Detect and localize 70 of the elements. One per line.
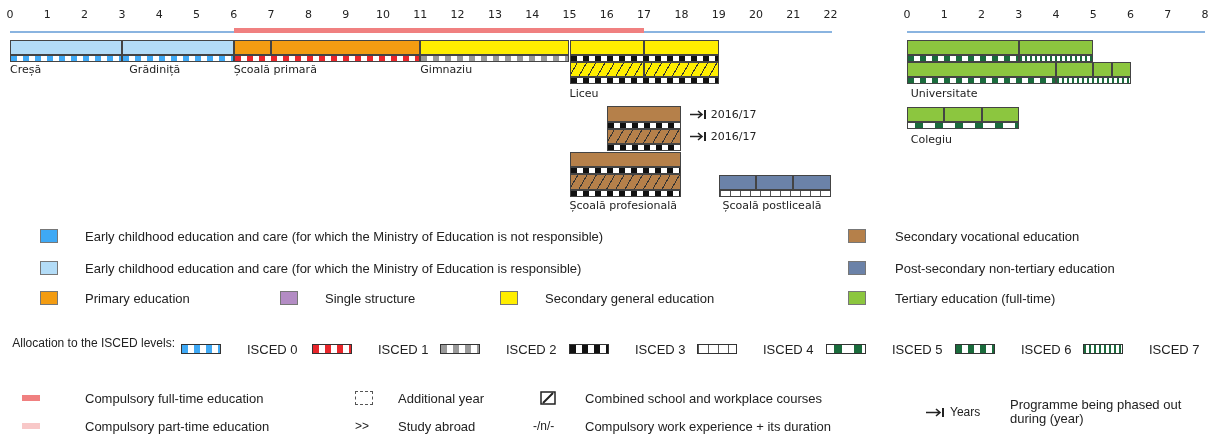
legend-text: ISCED 0	[247, 341, 298, 357]
legend-text: Programme being phased out during (year)	[1010, 398, 1183, 426]
programme-name: Colegiu	[910, 133, 952, 146]
tick-label: 17	[637, 8, 652, 21]
tick-label: 7	[1164, 8, 1172, 21]
legend-text: Study abroad	[398, 418, 476, 434]
year-label: 2016/17	[710, 108, 757, 121]
programme-name: Gimnaziu	[420, 63, 473, 76]
legend-text: Secondary vocational education	[895, 228, 1080, 244]
tick-label: 8	[304, 8, 312, 21]
tick-label: 8	[1201, 8, 1209, 21]
year-label: 2016/17	[710, 130, 757, 143]
tick-label: 5	[193, 8, 200, 21]
tick-label: 1	[43, 8, 51, 21]
legend-text: Post-secondary non-tertiary education	[895, 260, 1115, 276]
tick-label: 18	[674, 8, 689, 21]
legend-text: ISCED 6	[1021, 341, 1072, 357]
legend-text: Additional year	[398, 390, 484, 406]
legend-text: ISCED 3	[635, 341, 686, 357]
legend-text: Early childhood education and care (for which the Ministry of Education is not responsible)	[85, 228, 604, 244]
programme-name: Universitate	[910, 87, 978, 100]
legend-text: ISCED 4	[763, 341, 814, 357]
tick-label: 19	[711, 8, 726, 21]
tick-label: 6	[230, 8, 238, 21]
programme-name: Creșă	[10, 63, 42, 76]
years-label: Years	[950, 405, 981, 420]
legend-symbol: >>	[355, 419, 369, 434]
tick-label: 2	[978, 8, 985, 21]
allocation-heading: Allocation to the ISCED levels:	[11, 336, 175, 350]
tick-label: 13	[487, 8, 502, 21]
legend-text: Compulsory full-time education	[85, 390, 264, 406]
legend-text: Secondary general education	[545, 290, 715, 306]
legend-text: Early childhood education and care (for which the Ministry of Education is responsible)	[85, 260, 582, 276]
legend-text: ISCED 2	[506, 341, 557, 357]
programme-name: Școală profesională	[569, 199, 677, 212]
tick-label: 1	[940, 8, 948, 21]
programme-name: Grădiniță	[129, 63, 181, 76]
legend-text: Primary education	[85, 290, 190, 306]
programme-name: Școală postliceală	[722, 199, 822, 212]
tick-label: 4	[155, 8, 163, 21]
tick-label: 20	[749, 8, 763, 21]
tick-label: 22	[823, 8, 838, 21]
tick-label: 12	[450, 8, 465, 21]
tick-label: 4	[1052, 8, 1060, 21]
programme-name: Școală primară	[233, 63, 317, 76]
legend-text: Compulsory work experience + its duration	[585, 418, 832, 434]
legend-symbol: -/n/-	[533, 419, 555, 434]
tick-label: 0	[903, 8, 911, 21]
tick-label: 15	[562, 8, 577, 21]
legend-text: ISCED 1	[378, 341, 429, 357]
tick-label: 9	[342, 8, 350, 21]
legend-text: ISCED 7	[1149, 341, 1200, 357]
legend-text: Tertiary education (full-time)	[895, 290, 1056, 306]
tick-label: 3	[118, 8, 126, 21]
tick-label: 21	[786, 8, 801, 21]
tick-label: 3	[1015, 8, 1023, 21]
tick-label: 5	[1089, 8, 1097, 21]
legend-text: Compulsory part-time education	[85, 418, 270, 434]
tick-label: 0	[6, 8, 14, 21]
tick-label: 10	[376, 8, 390, 21]
legend-text: ISCED 5	[892, 341, 943, 357]
tick-label: 14	[525, 8, 540, 21]
tick-label: 7	[267, 8, 275, 21]
legend-text: Combined school and workplace courses	[585, 390, 822, 406]
tick-label: 6	[1127, 8, 1134, 21]
tick-label: 11	[413, 8, 428, 21]
programme-name: Liceu	[569, 87, 599, 100]
tick-label: 16	[599, 8, 614, 21]
legend-text: Single structure	[325, 290, 416, 306]
tick-label: 2	[81, 8, 89, 21]
